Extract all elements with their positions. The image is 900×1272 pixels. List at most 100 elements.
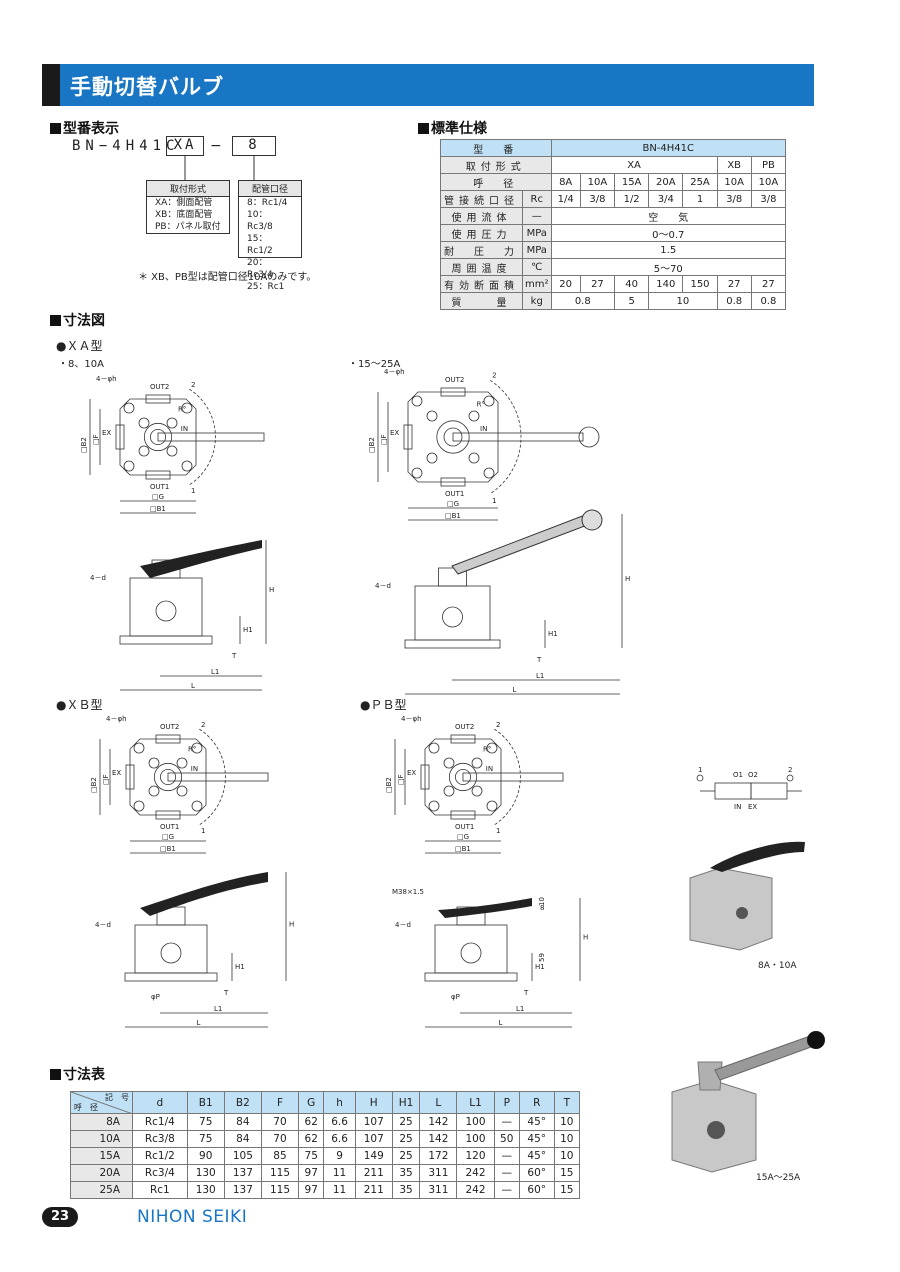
base-flange xyxy=(119,635,213,645)
port-photo-large xyxy=(707,1121,725,1139)
b2-label: □B2 xyxy=(90,777,98,793)
mount-hole xyxy=(181,402,193,414)
spool-circle xyxy=(153,762,183,792)
bolt-icon xyxy=(148,785,160,797)
port-out2 xyxy=(450,734,476,744)
body-side xyxy=(134,924,208,974)
dim-cell: 75 xyxy=(298,1147,325,1165)
port-side-icon xyxy=(155,600,177,622)
model-code-dash: − xyxy=(210,138,222,154)
out1-label: OUT1 xyxy=(455,823,474,831)
dim-cell: 137 xyxy=(223,1181,262,1199)
t-label: T xyxy=(231,652,237,660)
position-2-label: 2 xyxy=(496,721,500,729)
mount-hole xyxy=(428,742,440,754)
dim-cell: 9 xyxy=(323,1147,356,1165)
hole-label: 4－φh xyxy=(96,375,117,383)
spec-section-heading: 標準仕様 xyxy=(418,118,487,138)
model-code-box-size: 8 xyxy=(232,136,276,156)
b2-label: □B2 xyxy=(80,437,88,453)
mount-hole xyxy=(123,402,135,414)
dim-cell: 84 xyxy=(223,1130,262,1148)
f-label: □F xyxy=(397,774,405,785)
dim-cell: 62 xyxy=(298,1113,325,1131)
dim-cell: — xyxy=(493,1113,520,1131)
bolt-icon xyxy=(148,757,160,769)
port-out2 xyxy=(440,387,466,397)
angle-label: R° xyxy=(483,745,491,753)
dim-corner-symbol: 記 号 xyxy=(105,1093,129,1102)
mount-legend-title: 取付形式 xyxy=(147,181,229,197)
symbol-o2-label: O2 xyxy=(748,771,758,779)
dim-cell: 100 xyxy=(456,1113,495,1131)
dim-cell: 242 xyxy=(456,1164,495,1182)
t-label: T xyxy=(523,989,529,997)
dim-cell: 35 xyxy=(391,1164,421,1182)
l-label: L xyxy=(191,682,195,690)
mount-hole xyxy=(123,460,135,472)
out2-label: OUT2 xyxy=(160,723,179,731)
dim-cell: 105 xyxy=(223,1147,262,1165)
dim-cell: 25 xyxy=(391,1147,421,1165)
dim-cell: 6.6 xyxy=(323,1113,356,1131)
dim-cell: 10 xyxy=(553,1130,581,1148)
size-legend-title: 配管口径 xyxy=(239,181,301,197)
b1-label: □B1 xyxy=(160,845,176,853)
symbol-port-icon xyxy=(696,774,704,782)
size-legend-item: 20：Rc3/4 xyxy=(247,258,273,280)
mount-hole xyxy=(486,800,498,812)
dim-cell: 107 xyxy=(354,1113,393,1131)
dim-row-size: 25A xyxy=(70,1181,133,1199)
dim-cell: 172 xyxy=(419,1147,458,1165)
p-label: φP xyxy=(451,993,460,1001)
model-code-box-mount: XA xyxy=(166,136,204,156)
bolt-icon xyxy=(468,410,480,422)
dim-cell: 85 xyxy=(260,1147,300,1165)
ex-label: EX xyxy=(102,429,111,437)
dims-section-heading: 寸法図 xyxy=(50,310,105,330)
handle-top xyxy=(167,772,269,782)
in-label: IN xyxy=(191,765,198,773)
h1-label: H1 xyxy=(548,630,558,638)
spec-row-unit: kg xyxy=(522,292,552,310)
dim-header-cell: B2 xyxy=(223,1091,262,1114)
mount-hole xyxy=(191,742,203,754)
symbol-ex-label: EX xyxy=(748,803,757,811)
rotation-arc xyxy=(489,379,522,495)
dimtable-section-heading: 寸法表 xyxy=(50,1064,105,1084)
dim-cell: 149 xyxy=(354,1147,393,1165)
dim-cell: 142 xyxy=(419,1113,458,1131)
rotation-arc xyxy=(199,728,226,826)
spec-row-unit: — xyxy=(522,207,552,225)
size-legend-item: 8：Rc1/4 xyxy=(247,198,288,208)
out1-label: OUT1 xyxy=(150,483,169,491)
dim-cell: — xyxy=(493,1147,520,1165)
model-note: ＊ XB、PB型は配管口径10Aのみです。 xyxy=(138,272,317,283)
position-1-label: 1 xyxy=(201,827,205,835)
l1-label: L1 xyxy=(536,672,544,680)
dim-header-cell: F xyxy=(260,1091,300,1114)
valve-photo-small xyxy=(689,867,773,951)
l-label: L xyxy=(513,686,517,694)
in-label: IN xyxy=(181,425,188,433)
title-bar: 手動切替バルブ xyxy=(42,64,814,106)
photo1-caption: 8A・10A xyxy=(758,961,797,971)
dim-cell: 50 xyxy=(493,1130,520,1148)
dim-cell: Rc3/4 xyxy=(132,1164,188,1182)
position-1-label: 1 xyxy=(496,827,500,835)
out2-label: OUT2 xyxy=(445,376,464,384)
spec-model-value: BN-4H41C xyxy=(550,139,786,157)
b2-label: □B2 xyxy=(385,777,393,793)
dim-cell: 45° xyxy=(518,1130,555,1148)
mount-legend-item: XB：底面配管 xyxy=(155,210,213,220)
h1-label: H1 xyxy=(243,626,253,634)
xb-type-label: ●ＸＢ型 xyxy=(56,698,103,712)
g-label: □G xyxy=(162,833,174,841)
mount-legend-item: XA：側面配管 xyxy=(155,198,213,208)
pb-type-label: ●ＰＢ型 xyxy=(360,698,407,712)
l-label: L xyxy=(499,1019,503,1027)
